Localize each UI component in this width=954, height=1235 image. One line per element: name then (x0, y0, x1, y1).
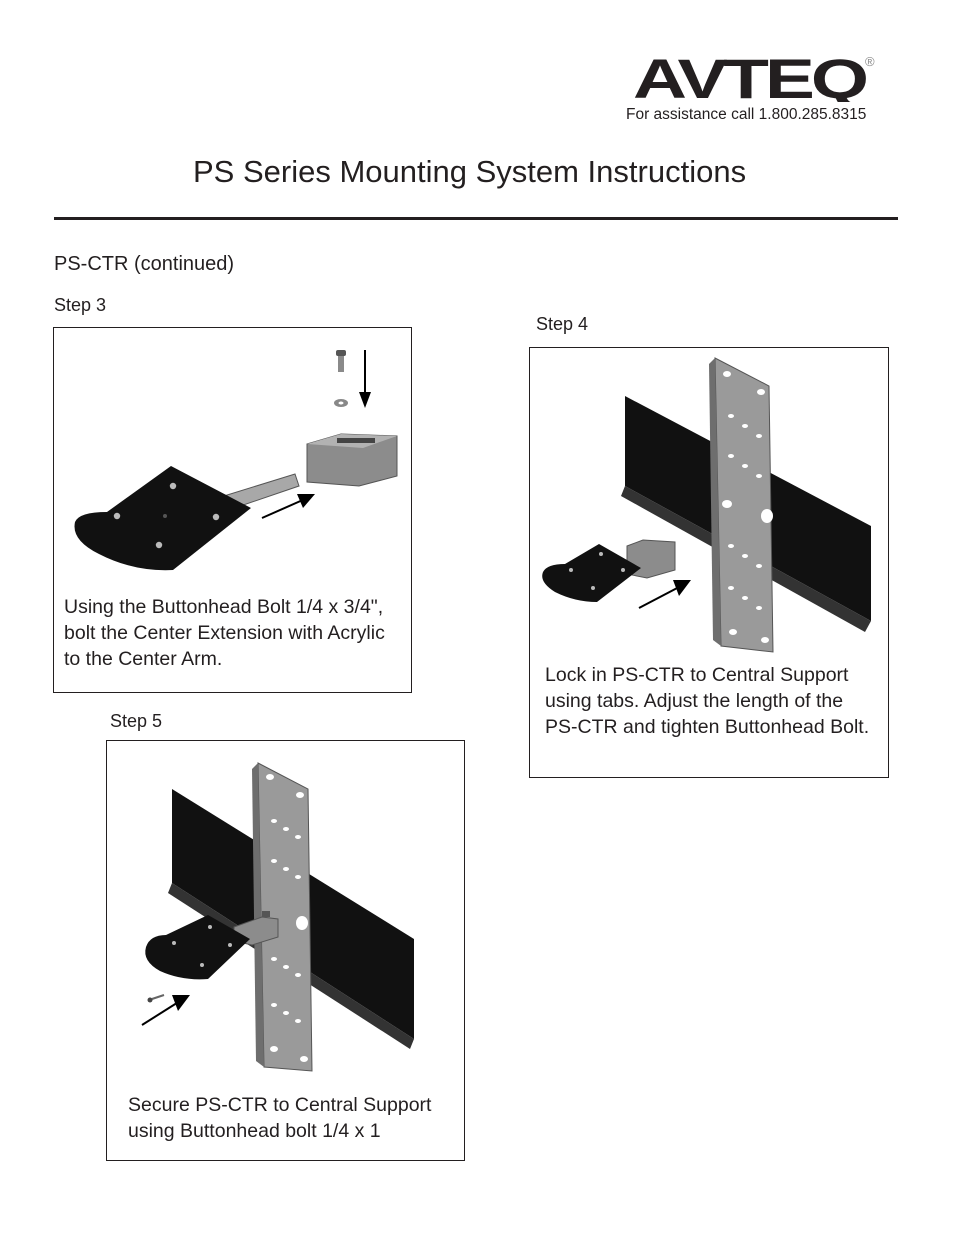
assistance-phone: For assistance call 1.800.285.8315 (626, 106, 867, 123)
step-3-caption: Using the Buttonhead Bolt 1/4 x 3/4", bo… (64, 596, 385, 670)
step-5-panel: Secure PS-CTR to Central Support using B… (106, 740, 465, 1161)
step-4-caption: Lock in PS-CTR to Central Support using … (545, 664, 870, 738)
brand-wordmark: AVTEQ (633, 52, 867, 102)
avteq-logo: AVTEQ ® (633, 52, 883, 102)
step-4-label: Step 4 (536, 314, 589, 334)
registered-mark: ® (865, 54, 875, 69)
step-5-label: Step 5 (110, 711, 163, 731)
step-5-illustration (112, 749, 457, 1079)
step-3-panel: Using the Buttonhead Bolt 1/4 x 3/4", bo… (53, 327, 412, 693)
step-4-panel: Lock in PS-CTR to Central Support using … (529, 347, 889, 778)
step-5-caption: Secure PS-CTR to Central Support using B… (128, 1094, 432, 1142)
step-3-label: Step 3 (54, 295, 107, 315)
step-4-illustration (535, 356, 880, 656)
section-title: PS-CTR (continued) (54, 253, 235, 275)
title-divider (54, 217, 898, 220)
step-3-illustration (59, 336, 404, 581)
page-title: PS Series Mounting System Instructions (193, 154, 747, 189)
